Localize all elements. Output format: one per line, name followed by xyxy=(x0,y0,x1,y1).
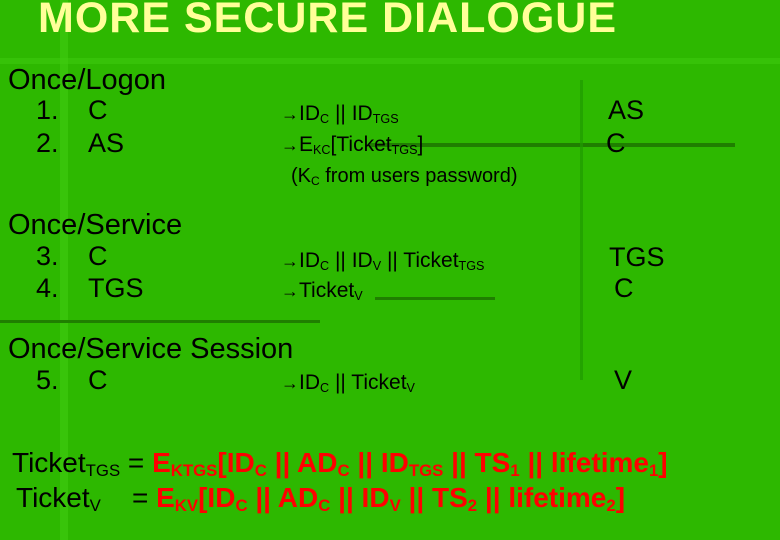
step-receiver-3: TGS xyxy=(609,242,665,272)
arrow-right-icon: → xyxy=(281,135,299,155)
step-receiver-1: AS xyxy=(608,95,645,125)
step-number-2: 2. xyxy=(36,128,59,158)
message-1: →IDC || IDTGS xyxy=(281,102,399,127)
step-receiver-5: V xyxy=(614,365,633,395)
arrow-right-icon: → xyxy=(281,251,299,271)
step-number-5: 5. xyxy=(36,365,59,395)
section-heading-service: Once/Service xyxy=(8,209,183,241)
background-stripe-vertical xyxy=(60,0,68,540)
message-3: →IDC || IDV || TicketTGS xyxy=(281,249,485,274)
arrow-right-icon: → xyxy=(281,373,299,393)
step-sender-1: C xyxy=(88,95,108,125)
arrow-right-icon: → xyxy=(281,281,299,301)
step-receiver-2: C xyxy=(606,128,626,158)
decorative-rule xyxy=(0,320,320,323)
message-5: →IDC || TicketV xyxy=(281,371,415,396)
decorative-rule xyxy=(370,143,735,147)
step-number-1: 1. xyxy=(36,95,59,125)
key-note: (KC from users password) xyxy=(291,165,518,188)
step-number-4: 4. xyxy=(36,273,59,303)
decorative-rule-vertical xyxy=(580,80,583,380)
step-sender-3: C xyxy=(88,241,108,271)
step-sender-2: AS xyxy=(88,128,125,158)
equals-sign: = xyxy=(127,447,145,478)
ticket-v-definition: TicketV = EKV[IDC || ADC || IDV || TS2 |… xyxy=(16,482,626,516)
message-2: →EKC[TicketTGS] xyxy=(281,133,424,158)
step-number-3: 3. xyxy=(36,241,59,271)
arrow-right-icon: → xyxy=(281,104,299,124)
equals-sign: = xyxy=(131,482,149,513)
background-stripe-horizontal xyxy=(0,58,780,64)
section-heading-session: Once/Service Session xyxy=(8,333,294,365)
slide-title: MORE SECURE DIALOGUE xyxy=(38,0,618,42)
step-sender-4: TGS xyxy=(88,273,144,303)
decorative-rule xyxy=(375,297,495,300)
step-sender-5: C xyxy=(88,365,108,395)
ticket-tgs-definition: TicketTGS = EKTGS[IDC || ADC || IDTGS ||… xyxy=(12,447,668,481)
step-receiver-4: C xyxy=(614,273,634,303)
section-heading-logon: Once/Logon xyxy=(8,64,167,96)
message-4: →TicketV xyxy=(281,279,363,304)
